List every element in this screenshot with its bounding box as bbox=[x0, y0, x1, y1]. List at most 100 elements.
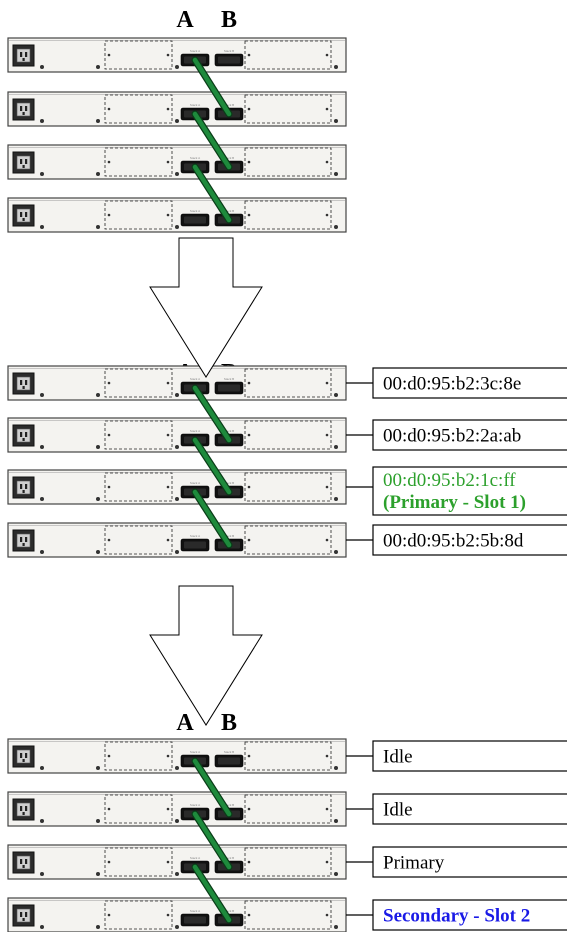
stacking-cable-core bbox=[192, 758, 232, 817]
screw-icon bbox=[175, 119, 179, 123]
switch-unit: Stack A Stack B bbox=[7, 197, 347, 233]
expansion-slot bbox=[244, 741, 332, 771]
expansion-slot bbox=[104, 794, 173, 824]
screw-icon bbox=[334, 172, 338, 176]
stack-port-label: Stack B bbox=[224, 856, 234, 860]
screw-icon bbox=[40, 819, 44, 823]
screw-icon bbox=[175, 393, 179, 397]
callout-box bbox=[372, 466, 567, 516]
stacking-cable-core bbox=[192, 57, 232, 117]
expansion-slot bbox=[244, 420, 332, 450]
stack-port-label: Stack B bbox=[224, 156, 234, 160]
screw-icon bbox=[334, 393, 338, 397]
screw-icon bbox=[334, 872, 338, 876]
stack-port-label: Stack A bbox=[190, 481, 200, 485]
header-label-b: B bbox=[221, 7, 237, 33]
stack-port-label: Stack A bbox=[190, 156, 200, 160]
down-arrow-2-icon bbox=[149, 585, 263, 726]
expansion-slot bbox=[104, 40, 173, 70]
stack-port-label: Stack A bbox=[190, 856, 200, 860]
switch-unit: Stack A Stack B bbox=[7, 844, 347, 880]
stacking-cable-core bbox=[192, 437, 232, 495]
screw-icon bbox=[175, 766, 179, 770]
switch-chassis bbox=[7, 469, 347, 505]
screw-icon bbox=[175, 65, 179, 69]
callout-text: Idle bbox=[383, 747, 413, 768]
screw-icon bbox=[96, 550, 100, 554]
callout-box bbox=[372, 524, 567, 556]
screw-icon bbox=[175, 550, 179, 554]
callout-box bbox=[372, 899, 567, 931]
header-label-a: A bbox=[176, 710, 194, 736]
expansion-slot bbox=[244, 847, 332, 877]
screw-icon bbox=[96, 225, 100, 229]
stack-port-label: Stack A bbox=[190, 909, 200, 913]
stack-port-label: Stack A bbox=[190, 429, 200, 433]
screw-icon bbox=[334, 65, 338, 69]
screw-icon bbox=[334, 550, 338, 554]
stack-port-label: Stack A bbox=[190, 209, 200, 213]
callout-box bbox=[372, 740, 567, 772]
expansion-slot bbox=[244, 200, 332, 230]
screw-icon bbox=[175, 445, 179, 449]
callout-text: 00:d0:95:b2:2a:ab bbox=[383, 426, 521, 447]
screw-icon bbox=[40, 119, 44, 123]
screw-icon bbox=[334, 925, 338, 929]
callout-text: Secondary - Slot 2 bbox=[383, 906, 530, 927]
stacking-cable-core bbox=[192, 111, 232, 170]
screw-icon bbox=[175, 172, 179, 176]
callout-text: 00:d0:95:b2:5b:8d bbox=[383, 531, 524, 552]
header-label-a: A bbox=[176, 7, 194, 33]
screw-icon bbox=[334, 225, 338, 229]
screw-icon bbox=[96, 445, 100, 449]
stack-port-label: Stack B bbox=[224, 750, 234, 754]
screw-icon bbox=[334, 497, 338, 501]
stacking-cable-core bbox=[192, 811, 232, 870]
screw-icon bbox=[96, 393, 100, 397]
callout-text: Primary bbox=[383, 853, 445, 874]
stack-port-label: Stack A bbox=[190, 750, 200, 754]
expansion-slot bbox=[104, 741, 173, 771]
screw-icon bbox=[40, 550, 44, 554]
screw-icon bbox=[175, 872, 179, 876]
screw-icon bbox=[96, 819, 100, 823]
callout-text: 00:d0:95:b2:1c:ff bbox=[383, 470, 516, 491]
expansion-slot bbox=[244, 368, 332, 398]
screw-icon bbox=[96, 766, 100, 770]
screw-icon bbox=[96, 497, 100, 501]
stack-port-label: Stack B bbox=[224, 49, 234, 53]
expansion-slot bbox=[104, 900, 173, 930]
stacking-cable-core bbox=[192, 385, 232, 443]
stacking-cable-core bbox=[192, 864, 232, 923]
expansion-slot bbox=[244, 94, 332, 124]
stack-port-label: Stack B bbox=[224, 429, 234, 433]
expansion-slot bbox=[244, 472, 332, 502]
expansion-slot bbox=[244, 794, 332, 824]
stack-port-label: Stack B bbox=[224, 103, 234, 107]
expansion-slot bbox=[104, 525, 173, 555]
expansion-slot bbox=[244, 900, 332, 930]
screw-icon bbox=[96, 119, 100, 123]
stack-port-label: Stack B bbox=[224, 803, 234, 807]
screw-icon bbox=[40, 872, 44, 876]
screw-icon bbox=[175, 225, 179, 229]
screw-icon bbox=[96, 65, 100, 69]
down-arrow-1-icon bbox=[149, 237, 263, 378]
stack-port-label: Stack B bbox=[224, 534, 234, 538]
screw-icon bbox=[40, 497, 44, 501]
stack-port-label: Stack B bbox=[224, 209, 234, 213]
stack-port-label: Stack B bbox=[224, 377, 234, 381]
screw-icon bbox=[175, 925, 179, 929]
screw-icon bbox=[334, 445, 338, 449]
screw-icon bbox=[40, 65, 44, 69]
switch-unit: Stack A Stack B bbox=[7, 417, 347, 453]
